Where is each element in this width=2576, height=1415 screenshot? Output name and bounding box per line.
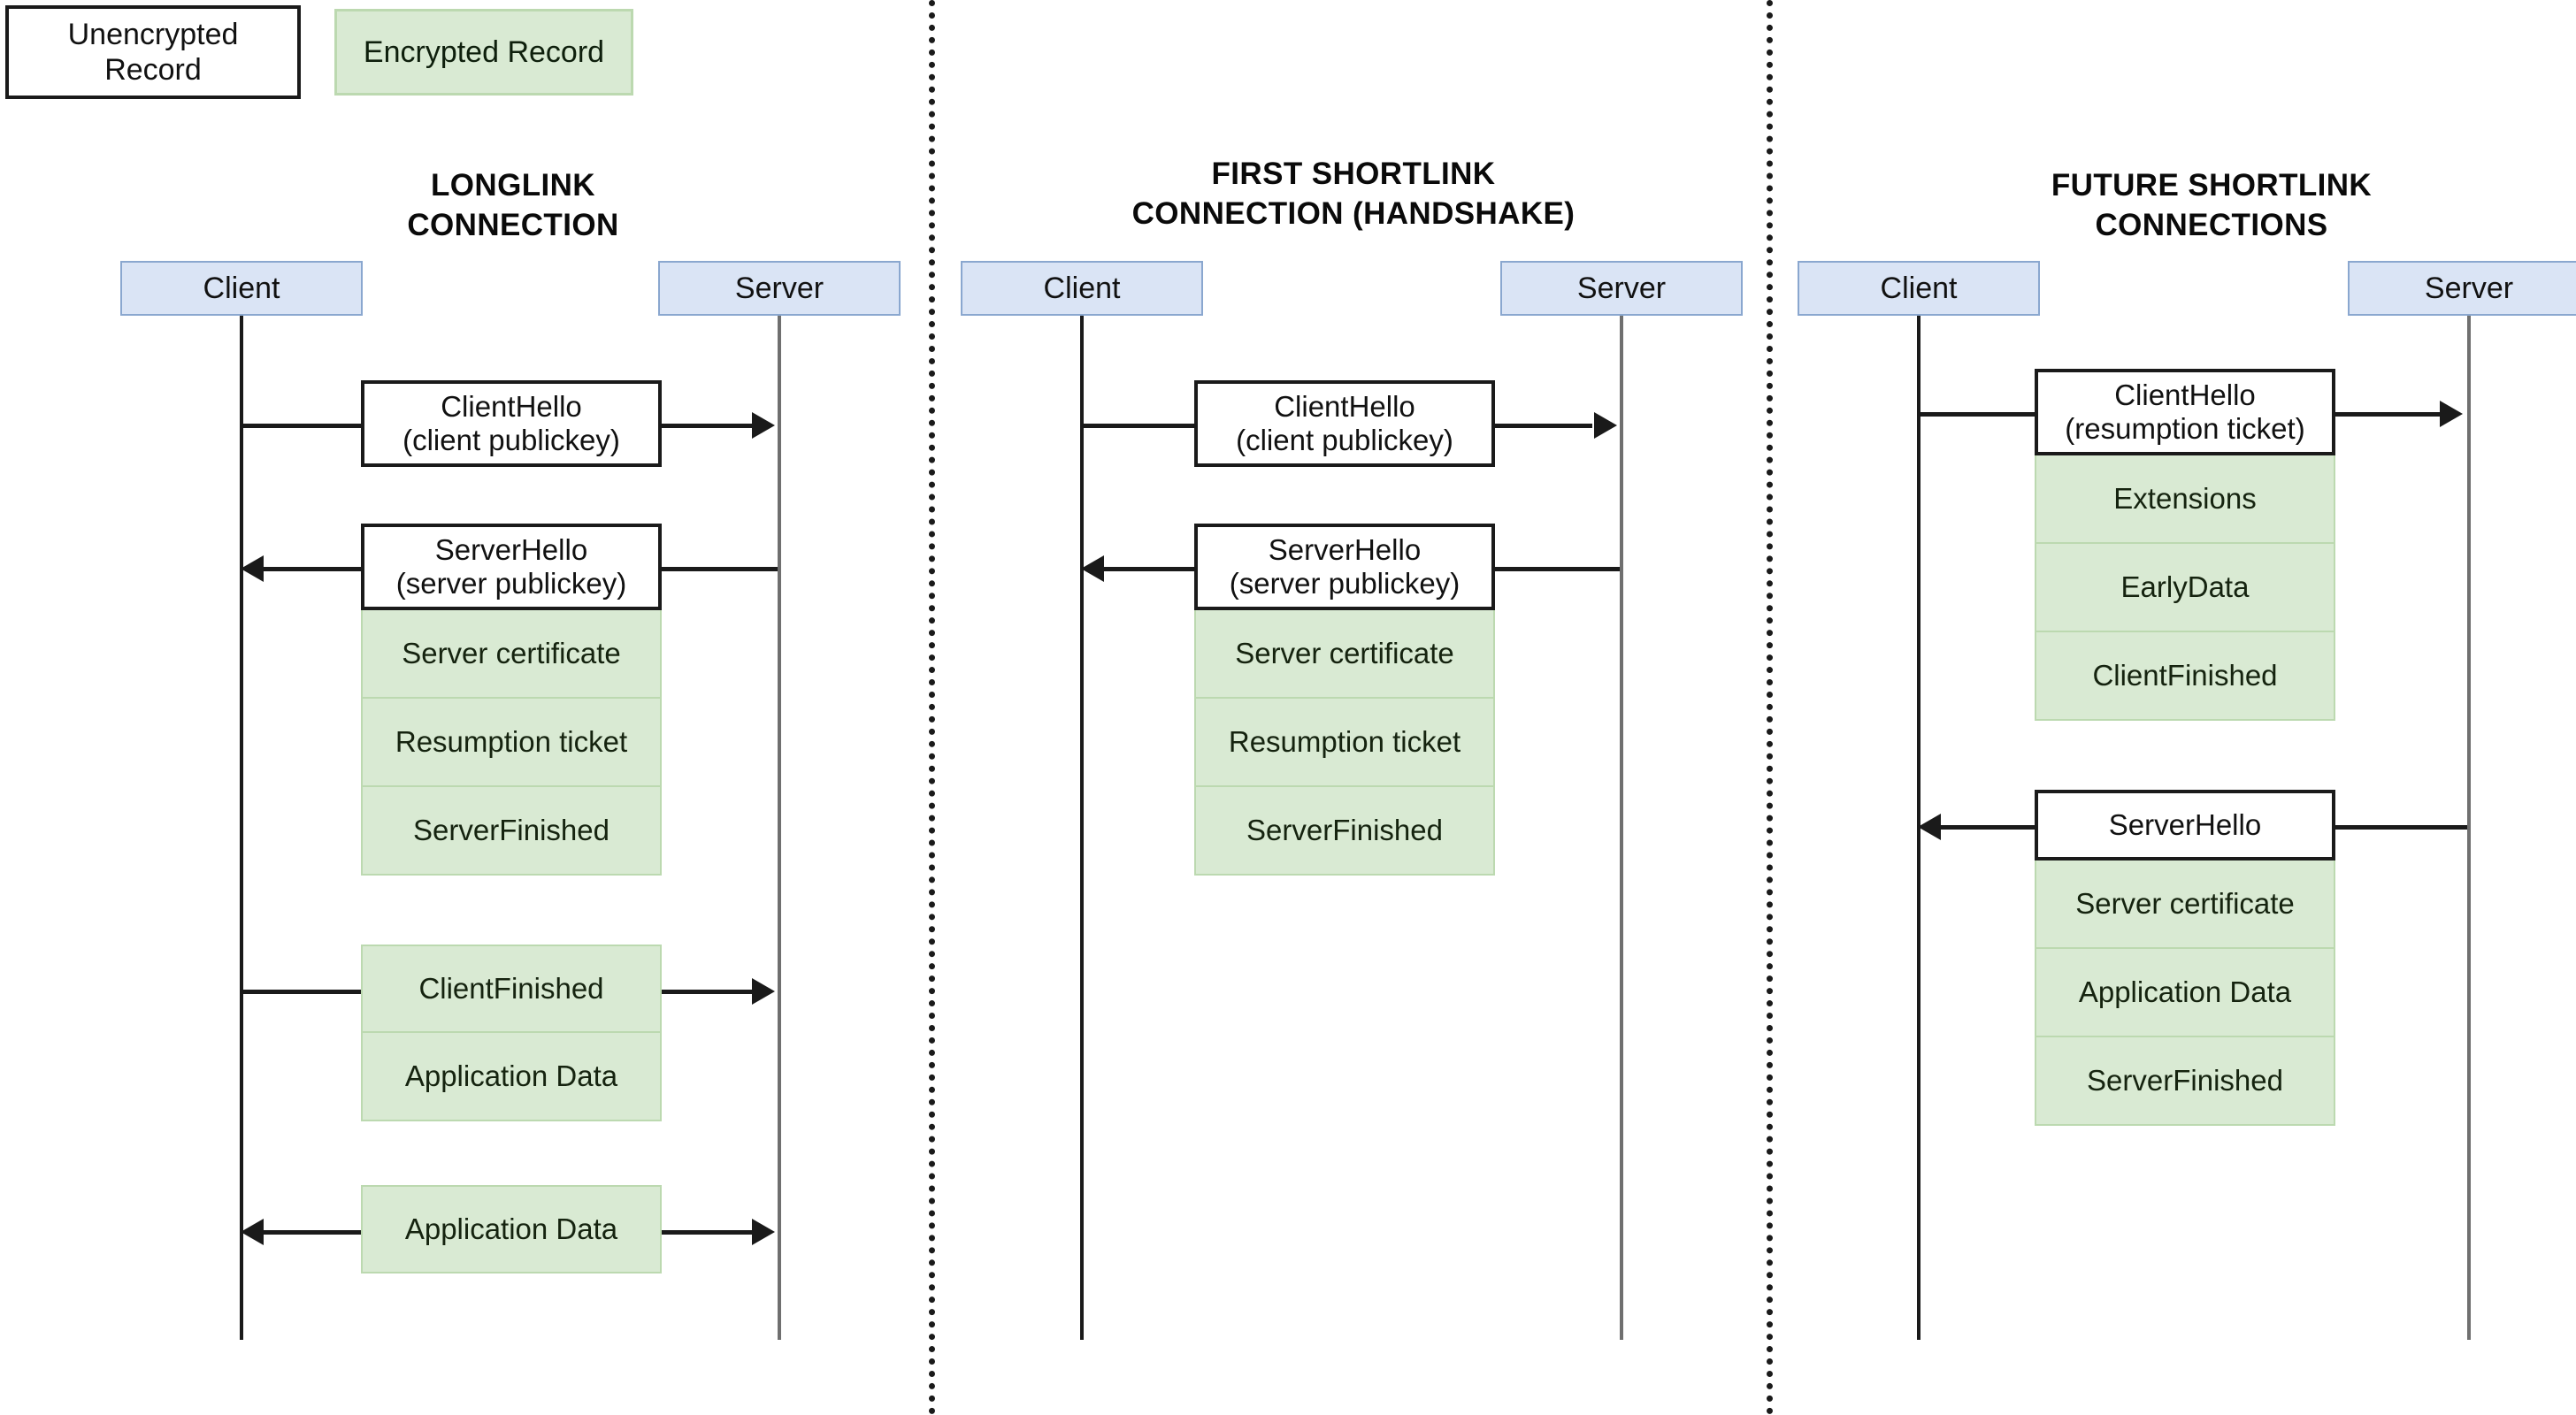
record-application-data: Application Data [361, 1185, 662, 1274]
participant-label: Client [1880, 271, 1958, 305]
legend-encrypted-label: Encrypted Record [363, 34, 605, 69]
record-earlydata: EarlyData [2035, 542, 2335, 632]
record-server-certificate: Server certificate [361, 608, 662, 699]
arrow-line-c1-e2-right [662, 567, 778, 571]
arrow-line-c1-e4-right [662, 1230, 759, 1235]
record-clienthello: ClientHello(client publickey) [1194, 380, 1495, 467]
arrow-head-c1-e1 [752, 412, 775, 439]
arrow-line-c1-e3-right [662, 990, 759, 994]
arrow-line-c3-e1-left [1917, 412, 2035, 417]
participant-client-longlink: Client [120, 261, 363, 316]
record-clientfinished: ClientFinished [361, 945, 662, 1033]
record-server-certificate: Server certificate [2035, 859, 2335, 949]
participant-client-future-shortlink: Client [1798, 261, 2040, 316]
arrow-line-c3-e2-left [1941, 825, 2049, 830]
arrow-line-c2-e1-right [1495, 424, 1592, 428]
arrow-line-c1-e2-left [264, 567, 366, 571]
arrow-head-c1-e2 [241, 555, 264, 582]
arrow-line-c1-e1-right [662, 424, 759, 428]
participant-client-first-shortlink: Client [961, 261, 1203, 316]
participant-label: Server [2424, 271, 2514, 305]
message-stack-c3-e2: ServerHello Server certificate Applicati… [2035, 790, 2335, 1126]
arrow-head-c1-e4-right [752, 1219, 775, 1245]
record-serverfinished: ServerFinished [2035, 1036, 2335, 1126]
arrow-head-c2-e2 [1081, 555, 1104, 582]
arrow-head-c3-e2 [1918, 814, 1941, 840]
record-serverfinished: ServerFinished [1194, 785, 1495, 876]
lifeline-client-longlink [240, 316, 243, 1340]
record-serverhello: ServerHello(server publickey) [361, 524, 662, 610]
participant-server-longlink: Server [658, 261, 901, 316]
arrow-head-c1-e3 [752, 978, 775, 1005]
arrow-head-c1-e4-left [241, 1219, 264, 1245]
participant-server-future-shortlink: Server [2348, 261, 2576, 316]
message-stack-c1-e1: ClientHello(client publickey) [361, 380, 662, 467]
record-server-certificate: Server certificate [1194, 608, 1495, 699]
arrow-head-c2-e1 [1594, 412, 1617, 439]
participant-label: Client [203, 271, 280, 305]
record-serverhello: ServerHello(server publickey) [1194, 524, 1495, 610]
record-clientfinished: ClientFinished [2035, 631, 2335, 721]
record-serverhello: ServerHello [2035, 790, 2335, 860]
message-stack-c1-e2: ServerHello(server publickey) Server cer… [361, 524, 662, 876]
arrow-line-c2-e1-left [1080, 424, 1197, 428]
message-stack-c2-e2: ServerHello(server publickey) Server cer… [1194, 524, 1495, 876]
record-clienthello: ClientHello(client publickey) [361, 380, 662, 467]
lifeline-server-future-shortlink [2467, 316, 2471, 1340]
record-resumption-ticket: Resumption ticket [1194, 697, 1495, 787]
participant-label: Client [1043, 271, 1121, 305]
arrow-line-c1-e1-left [240, 424, 366, 428]
participant-label: Server [1576, 271, 1667, 305]
column-separator-2 [1767, 0, 1773, 1415]
message-stack-c3-e1: ClientHello(resumption ticket) Extension… [2035, 369, 2335, 721]
arrow-head-c3-e1 [2440, 401, 2463, 427]
legend-encrypted-record: Encrypted Record [334, 9, 633, 96]
arrow-line-c2-e2-right [1495, 567, 1620, 571]
lifeline-server-first-shortlink [1620, 316, 1623, 1340]
arrow-line-c3-e1-right [2335, 412, 2440, 417]
participant-server-first-shortlink: Server [1500, 261, 1743, 316]
record-application-data: Application Data [361, 1031, 662, 1121]
record-extensions: Extensions [2035, 454, 2335, 544]
column-separator-1 [929, 0, 935, 1415]
arrow-line-c1-e3-left [240, 990, 366, 994]
message-stack-c1-e3: ClientFinished Application Data [361, 945, 662, 1121]
arrow-line-c3-e2-right [2335, 825, 2467, 830]
arrow-line-c1-e4-left [264, 1230, 366, 1235]
lifeline-client-first-shortlink [1080, 316, 1084, 1340]
record-serverfinished: ServerFinished [361, 785, 662, 876]
message-stack-c2-e1: ClientHello(client publickey) [1194, 380, 1495, 467]
arrow-line-c2-e2-left [1104, 567, 1197, 571]
record-clienthello: ClientHello(resumption ticket) [2035, 369, 2335, 455]
record-resumption-ticket: Resumption ticket [361, 697, 662, 787]
message-stack-c1-e4: Application Data [361, 1185, 662, 1274]
record-application-data: Application Data [2035, 947, 2335, 1037]
participant-label: Server [734, 271, 824, 305]
lifeline-server-longlink [778, 316, 781, 1340]
